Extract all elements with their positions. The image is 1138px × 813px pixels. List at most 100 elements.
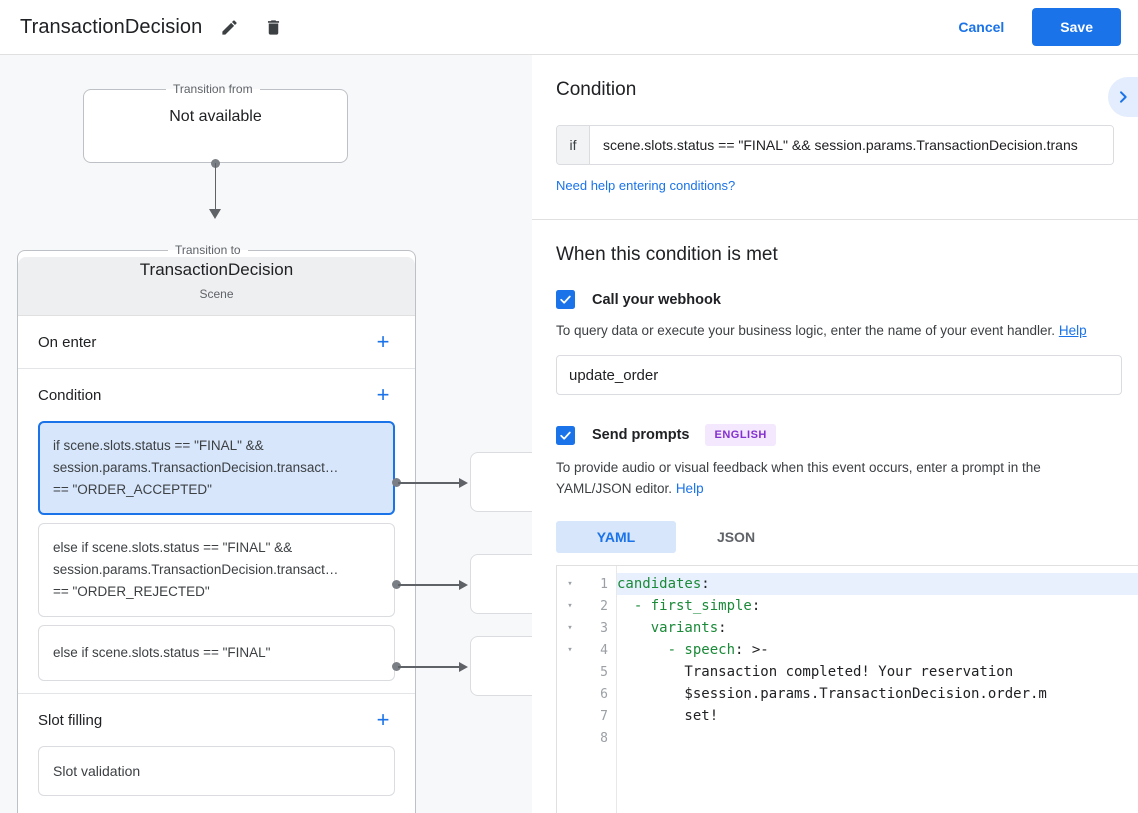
- section-slot-filling: Slot filling + Slot validation: [18, 694, 415, 796]
- target-node-1[interactable]: [470, 452, 532, 512]
- transition-from-legend: Transition from: [173, 82, 253, 96]
- edge-line-condition-1: [398, 482, 466, 484]
- scene-graph-canvas[interactable]: Transition from Not available Transition…: [0, 55, 532, 813]
- webhook-description-text: To query data or execute your business l…: [556, 323, 1056, 338]
- condition-list-item[interactable]: if scene.slots.status == "FINAL" && sess…: [38, 421, 395, 515]
- chevron-right-icon[interactable]: [1108, 77, 1138, 117]
- panel-divider: [532, 219, 1138, 220]
- editor-code-line: - first_simple:: [617, 595, 1138, 617]
- fold-arrow-icon[interactable]: ▾: [567, 601, 573, 611]
- scene-header: TransactionDecision Scene: [18, 252, 415, 316]
- tab-json[interactable]: JSON: [716, 529, 756, 545]
- condition-line-1: else if scene.slots.status == "FINAL": [53, 645, 271, 660]
- add-slot-filling-button[interactable]: +: [376, 707, 390, 732]
- editor-token-key: - speech: [617, 642, 736, 658]
- editor-token-rest: : >-: [735, 642, 769, 658]
- target-node-2[interactable]: [470, 554, 532, 614]
- condition-expression-input[interactable]: [590, 126, 1113, 164]
- editor-line-number: 6: [600, 686, 608, 702]
- section-title-condition: Condition: [38, 386, 102, 404]
- call-webhook-label: Call your webhook: [592, 291, 721, 308]
- editor-code-line: set!: [617, 705, 1138, 727]
- editor-gutter-row: ▾2: [557, 595, 616, 617]
- editor-token-rest: :: [701, 576, 710, 592]
- condition-line-3: == "ORDER_REJECTED": [53, 584, 210, 599]
- section-on-enter: On enter +: [18, 316, 415, 369]
- editor-code-area[interactable]: candidates: - first_simple: variants: - …: [617, 566, 1138, 813]
- editor-line-number: 1: [600, 576, 608, 592]
- fold-arrow-icon[interactable]: ▾: [567, 579, 573, 589]
- add-on-enter-button[interactable]: +: [376, 329, 390, 354]
- webhook-help-link[interactable]: Help: [1058, 323, 1087, 338]
- send-prompts-label: Send prompts: [592, 427, 690, 443]
- editor-code-line: Transaction completed! Your reservation: [617, 661, 1138, 683]
- section-title-on-enter: On enter: [38, 333, 97, 351]
- condition-input-row[interactable]: if: [556, 125, 1114, 165]
- editor-token-rest: Transaction completed! Your reservation: [617, 664, 1014, 680]
- condition-details-panel: Condition if Need help entering conditio…: [532, 55, 1138, 813]
- edge-line-condition-2: [398, 584, 466, 586]
- editor-code-line: $session.params.TransactionDecision.orde…: [617, 683, 1138, 705]
- editor-gutter-row: ▾3: [557, 617, 616, 639]
- editor-line-number: 4: [600, 642, 608, 658]
- editor-line-number: 7: [600, 708, 608, 724]
- section-condition: Condition + if scene.slots.status == "FI…: [18, 369, 415, 694]
- scene-name: TransactionDecision: [139, 260, 294, 279]
- trash-icon[interactable]: [256, 10, 290, 44]
- editor-line-number: 2: [600, 598, 608, 614]
- scene-type: Scene: [199, 287, 234, 301]
- edge-line-condition-3: [398, 666, 466, 668]
- cancel-button[interactable]: Cancel: [944, 10, 1018, 44]
- top-bar: TransactionDecision Cancel Save: [0, 0, 1138, 55]
- fold-arrow-icon[interactable]: ▾: [567, 645, 573, 655]
- edge-dot-condition-1: [392, 478, 401, 487]
- edge-dot-condition-2: [392, 580, 401, 589]
- prompts-help-link[interactable]: Help: [675, 481, 704, 496]
- edge-arrowhead-down: [209, 209, 221, 219]
- page-title: TransactionDecision: [20, 15, 203, 38]
- condition-line-2: session.params.TransactionDecision.trans…: [53, 460, 339, 475]
- edge-dot-condition-3: [392, 662, 401, 671]
- editor-token-rest: set!: [617, 708, 719, 724]
- editor-gutter-row: 8: [557, 727, 616, 749]
- add-condition-button[interactable]: +: [376, 382, 390, 407]
- transition-to-node: Transition to TransactionDecision Scene …: [17, 243, 416, 813]
- editor-code-line: [617, 727, 1138, 749]
- save-button[interactable]: Save: [1032, 8, 1121, 46]
- condition-help-link[interactable]: Need help entering conditions?: [556, 178, 736, 193]
- edge-line-vertical: [214, 163, 217, 211]
- editor-token-rest: :: [751, 598, 761, 614]
- slot-validation-item[interactable]: Slot validation: [38, 746, 395, 796]
- editor-code-line: variants:: [617, 617, 1138, 639]
- when-condition-met-title: When this condition is met: [556, 244, 778, 265]
- editor-gutter-row: 6: [557, 683, 616, 705]
- condition-line-3: == "ORDER_ACCEPTED": [53, 482, 212, 497]
- webhook-description: To query data or execute your business l…: [556, 320, 1114, 341]
- section-title-slot-filling: Slot filling: [38, 711, 103, 729]
- editor-gutter-row: 7: [557, 705, 616, 727]
- transition-to-legend: Transition to: [175, 243, 241, 257]
- condition-if-prefix: if: [557, 126, 590, 164]
- target-node-3[interactable]: [470, 636, 532, 696]
- editor-code-line: - speech: >-: [617, 639, 1138, 661]
- tab-yaml[interactable]: YAML: [556, 521, 676, 553]
- checkmark-icon[interactable]: [556, 290, 575, 309]
- prompts-description: To provide audio or visual feedback when…: [556, 457, 1114, 499]
- prompts-description-text: To provide audio or visual feedback when…: [556, 460, 1041, 496]
- editor-token-key: variants: [617, 620, 719, 636]
- when-condition-met-section: When this condition is met Call your web…: [532, 220, 1138, 553]
- condition-list-item[interactable]: else if scene.slots.status == "FINAL" &&…: [38, 523, 395, 617]
- condition-line-2: session.params.TransactionDecision.trans…: [53, 562, 339, 577]
- edge-arrowhead-condition-2: [459, 580, 468, 590]
- checkmark-icon[interactable]: [556, 425, 575, 445]
- webhook-handler-input[interactable]: [556, 355, 1122, 395]
- condition-section: Condition if Need help entering conditio…: [532, 55, 1138, 195]
- editor-format-tabs: YAML JSON: [556, 521, 1114, 553]
- editor-code-line: candidates:: [617, 573, 1138, 595]
- fold-arrow-icon[interactable]: ▾: [567, 623, 573, 633]
- language-badge: ENGLISH: [705, 424, 776, 446]
- condition-list-item[interactable]: else if scene.slots.status == "FINAL": [38, 625, 395, 681]
- pencil-icon[interactable]: [212, 10, 246, 44]
- condition-line-1: else if scene.slots.status == "FINAL" &&: [53, 540, 293, 555]
